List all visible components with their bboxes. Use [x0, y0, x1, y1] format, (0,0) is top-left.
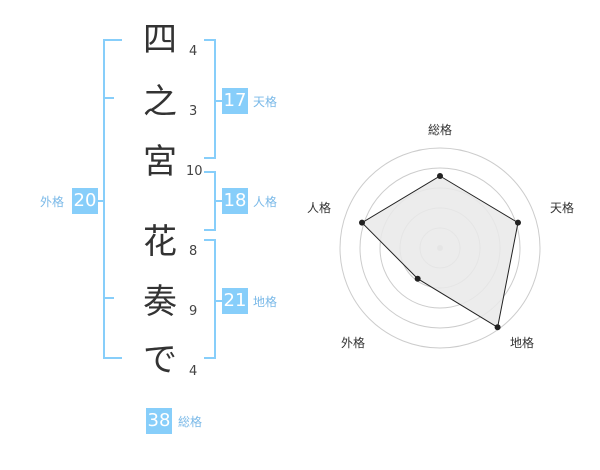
radar-axis-label-3: 地格 — [510, 336, 535, 350]
radar-axis-label-4: 外格 — [341, 336, 366, 350]
radar-point-2 — [514, 219, 521, 226]
radar-point-5 — [359, 219, 366, 226]
stroke-count-3: 10 — [186, 164, 203, 179]
name-char-1: 四 — [143, 20, 177, 60]
radar-point-4 — [414, 275, 421, 282]
stroke-count-4: 8 — [189, 244, 198, 259]
stroke-count-6: 4 — [189, 364, 198, 379]
stroke-count-1: 4 — [189, 44, 198, 59]
radar-point-1 — [437, 173, 443, 179]
radar-points — [359, 173, 521, 331]
radar-axis-label-2: 天格 — [550, 201, 575, 215]
name-char-3: 宮 — [143, 142, 177, 182]
tenkaku-label: 天格 — [253, 95, 278, 109]
radar-grid — [339, 147, 541, 349]
radar-point-3 — [494, 324, 501, 331]
stroke-count-5: 9 — [189, 304, 198, 319]
chikaku-badge: 21 — [222, 288, 248, 314]
radar-grid-ring-4 — [359, 167, 521, 329]
tenkaku-badge: 17 — [222, 88, 248, 114]
gaikaku-label: 外格 — [40, 195, 65, 209]
radar-grid-ring-3 — [379, 187, 501, 309]
gaikaku-badge: 20 — [72, 188, 98, 214]
jinkaku-badge: 18 — [222, 188, 248, 214]
radar-grid-ring-1 — [419, 227, 461, 269]
stroke-count-2: 3 — [189, 104, 198, 119]
name-char-4: 花 — [143, 222, 177, 262]
jinkaku-label: 人格 — [253, 195, 278, 209]
name-char-5: 奏 — [143, 282, 177, 322]
bracket-lines — [96, 39, 222, 359]
radar-grid-ring-5 — [339, 147, 541, 349]
radar-grid-ring-2 — [399, 207, 481, 289]
soukaku-label: 総格 — [178, 415, 203, 429]
soukaku-badge: 38 — [146, 408, 172, 434]
radar-center-dot — [437, 245, 443, 251]
chikaku-label: 地格 — [253, 295, 278, 309]
radar-area — [361, 175, 519, 329]
radar-axis-label-5: 人格 — [307, 201, 332, 215]
name-char-2: 之 — [143, 82, 177, 122]
radar-axis-label-1: 総格 — [428, 123, 453, 137]
name-char-6: で — [143, 340, 177, 380]
